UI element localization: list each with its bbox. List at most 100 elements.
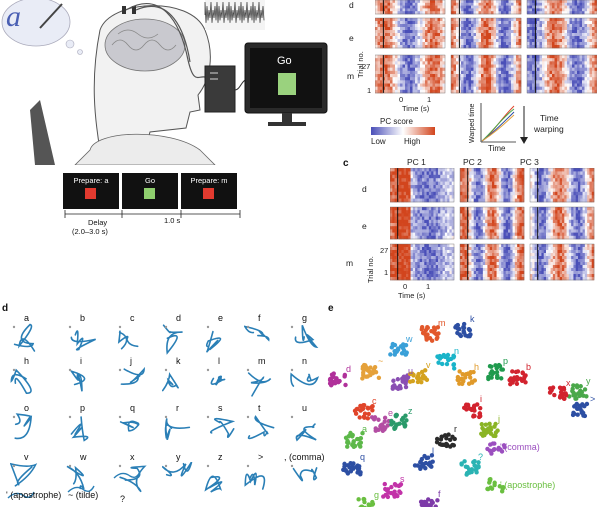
cluster-label-13: > — [590, 394, 596, 404]
row-label-m: m — [347, 71, 355, 81]
cluster-point — [435, 498, 440, 503]
char-label-27: , (comma) — [284, 452, 325, 462]
cluster-point — [355, 467, 361, 472]
cluster-point — [425, 332, 430, 337]
char-label-20: u — [302, 403, 308, 413]
computer-tower-icon — [204, 65, 236, 113]
cluster-point — [482, 432, 487, 438]
cluster-point — [433, 504, 438, 507]
cluster-label-27: ' (comma) — [500, 442, 540, 452]
cluster-point — [471, 414, 476, 419]
cluster-point — [496, 447, 501, 452]
body-silhouette — [74, 133, 216, 165]
pc1-title: PC 1 — [407, 157, 426, 167]
cluster-point — [337, 378, 342, 384]
cluster-point — [514, 375, 519, 381]
cluster-point — [464, 472, 469, 477]
heatmap-grid-top — [375, 0, 597, 94]
cluster-point — [351, 444, 357, 450]
cluster-point — [403, 381, 408, 386]
char-trajectory-1 — [68, 325, 97, 351]
cluster-point — [382, 481, 387, 487]
char-trajectory-18 — [206, 415, 236, 438]
char-label-25: z — [218, 452, 223, 462]
heatmap-block — [450, 17, 522, 49]
cluster-point — [443, 433, 449, 438]
prepare-screen-m: Prepare: m — [181, 173, 237, 209]
cluster-point — [440, 361, 445, 367]
cluster-label-4: ~ — [378, 356, 384, 366]
cluster-label-24: s — [400, 474, 405, 484]
cluster-point — [361, 372, 366, 378]
cluster-point — [467, 406, 472, 411]
cluster-point — [486, 376, 491, 382]
heatmap-block — [375, 0, 446, 15]
cluster-point — [392, 489, 397, 494]
warp-arrow-label-2: warping — [534, 124, 564, 134]
cluster-18 — [479, 421, 500, 439]
cable — [125, 3, 211, 81]
char-trajectory-26 — [244, 464, 266, 490]
cluster-14 — [352, 402, 375, 421]
cluster-point — [495, 364, 500, 369]
cluster-point — [383, 486, 388, 492]
char-trajectory-17 — [164, 415, 191, 441]
cluster-point — [358, 403, 363, 409]
cluster-point — [400, 415, 406, 421]
cluster-point — [461, 329, 466, 335]
cluster-2 — [453, 321, 473, 339]
cluster-point — [450, 442, 455, 448]
cluster-point — [366, 366, 371, 371]
cluster-point — [489, 486, 495, 491]
red-prepare-square — [85, 188, 96, 199]
cluster-point — [423, 466, 428, 471]
cluster-point — [444, 354, 450, 359]
cluster-5 — [390, 373, 411, 392]
cluster-point — [466, 326, 472, 332]
cluster-24 — [381, 481, 404, 500]
cluster-point — [576, 391, 581, 396]
cluster-7 — [435, 352, 457, 371]
cluster-point — [477, 405, 483, 411]
apostrophe-label: ' (apostrophe) — [6, 490, 62, 500]
cluster-label-5: u — [408, 366, 414, 376]
cluster-point — [513, 369, 519, 375]
cluster-point — [343, 468, 348, 473]
char-label-12: m — [258, 356, 266, 366]
char-label-19: t — [258, 403, 261, 413]
cluster-point — [401, 421, 406, 426]
cluster-point — [573, 396, 578, 401]
delay-range: (2.0–3.0 s) — [72, 227, 108, 236]
char-label-9: j — [130, 356, 132, 366]
cluster-3 — [327, 371, 348, 388]
char-label-14: o — [24, 403, 30, 413]
cluster-label-20: r — [454, 424, 457, 434]
cluster-point — [464, 407, 469, 412]
char-trajectory-25 — [204, 464, 223, 493]
cluster-point — [390, 386, 395, 391]
cluster-point — [356, 497, 361, 502]
heatmap-block — [529, 206, 595, 240]
cluster-point — [426, 503, 432, 507]
cluster-point — [582, 403, 587, 409]
cluster-point — [383, 425, 388, 431]
char-label-11: l — [218, 356, 220, 366]
cluster-point — [497, 484, 503, 489]
cluster-point — [470, 380, 475, 385]
cluster-point — [489, 451, 494, 456]
cluster-label-19: a — [362, 424, 368, 434]
panel-letter-e: e — [328, 303, 334, 314]
heatmap-block — [529, 168, 595, 203]
cluster-point — [351, 439, 356, 444]
cluster-point — [371, 417, 377, 422]
cluster-6 — [407, 368, 430, 385]
char-trajectory-extra-2 — [113, 471, 141, 479]
go-cue-square — [278, 73, 296, 95]
cluster-1 — [388, 341, 409, 357]
cluster-point — [456, 377, 462, 383]
cluster-point — [475, 464, 481, 469]
trial-axis-label: Trial no. — [366, 256, 375, 283]
cluster-point — [361, 414, 367, 419]
cluster-label-15: e — [388, 408, 394, 418]
